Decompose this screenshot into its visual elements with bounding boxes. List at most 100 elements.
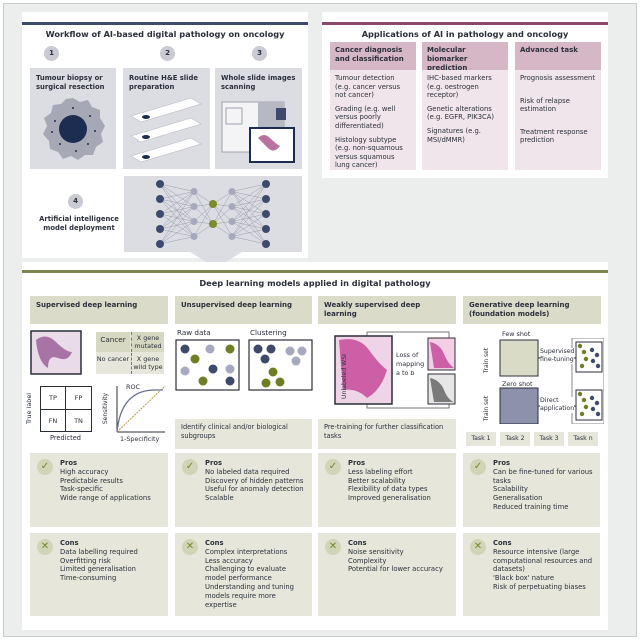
direct-application-label: Direct application bbox=[540, 397, 575, 413]
pros-item: Discovery of hidden patterns bbox=[205, 476, 304, 485]
data-point bbox=[579, 363, 585, 369]
unsupervised-caption: Identify clinical and/or biological subg… bbox=[175, 419, 312, 449]
pros-item: Useful for anomaly detection bbox=[205, 485, 304, 494]
task-label: Task 3 bbox=[534, 432, 564, 446]
pros-item: Generalisation bbox=[493, 494, 543, 503]
cons-item: Understanding and tuning models require … bbox=[205, 582, 294, 609]
app-column-header: Advanced task bbox=[515, 42, 601, 70]
network-node bbox=[262, 180, 270, 188]
network-node bbox=[262, 225, 270, 233]
data-point bbox=[583, 356, 589, 362]
network-edge bbox=[231, 236, 267, 245]
step-label: Routine H&E slide preparation bbox=[129, 74, 198, 91]
pros-item: Predictable results bbox=[60, 476, 123, 485]
predicted-axis: Predicted bbox=[50, 434, 81, 442]
data-point bbox=[589, 347, 595, 353]
network-edge bbox=[159, 183, 195, 192]
network-edge bbox=[212, 203, 233, 222]
app-item: Tumour detection (e.g. cancer versus not… bbox=[335, 74, 401, 100]
data-point bbox=[261, 378, 271, 388]
network-edge bbox=[159, 191, 195, 215]
cons-item: Data labelling required bbox=[60, 547, 138, 556]
data-point bbox=[590, 406, 596, 412]
network-node bbox=[156, 225, 164, 233]
wsi-mapping bbox=[334, 331, 456, 409]
pros-item: Scalable bbox=[205, 494, 234, 503]
network-edge bbox=[231, 213, 267, 237]
clustering-plot bbox=[248, 339, 313, 391]
roc-label: ROC bbox=[126, 383, 140, 391]
data-point bbox=[190, 354, 200, 364]
scanner-icon bbox=[221, 101, 295, 163]
network-edge bbox=[159, 191, 195, 200]
network-edge bbox=[212, 203, 233, 237]
cross-icon: ✕ bbox=[470, 539, 486, 555]
data-point bbox=[577, 391, 583, 397]
app-column-body: IHC-based markers (e.g. oestrogen recept… bbox=[422, 70, 508, 170]
network-edge bbox=[193, 203, 214, 222]
app-item: IHC-based markers (e.g. oestrogen recept… bbox=[427, 74, 492, 100]
no-cancer-label: No cancer bbox=[96, 355, 130, 363]
cons-item: Time-consuming bbox=[60, 574, 117, 583]
step-label: Tumour biopsy or surgical resection bbox=[36, 74, 105, 91]
data-point bbox=[225, 364, 235, 374]
pros-item: Better scalability bbox=[348, 476, 406, 485]
unsupervised-header: Unsupervised deep learning bbox=[175, 296, 312, 324]
step-scanning: Whole slide images scanning bbox=[215, 68, 302, 169]
network-node bbox=[228, 218, 236, 225]
network-edge bbox=[159, 191, 195, 230]
fp-cell: FP bbox=[66, 387, 91, 410]
cons-label: Cons bbox=[493, 539, 512, 547]
supervised-header: Supervised deep learning bbox=[30, 296, 168, 324]
raw-data-plot bbox=[175, 339, 240, 391]
cons-label: Cons bbox=[205, 539, 224, 547]
app-column-body: Tumour detection (e.g. cancer versus not… bbox=[330, 70, 416, 170]
step-number: 3 bbox=[252, 46, 267, 61]
data-point bbox=[590, 358, 596, 364]
data-point bbox=[583, 404, 589, 410]
neural-network bbox=[124, 176, 302, 252]
check-icon: ✓ bbox=[182, 459, 198, 475]
network-edge bbox=[231, 198, 267, 237]
pros-item: Reduced training time bbox=[493, 502, 569, 511]
network-node bbox=[209, 200, 217, 208]
network-edge bbox=[212, 191, 233, 225]
data-point bbox=[594, 352, 600, 358]
pros-item: High accuracy bbox=[60, 467, 109, 476]
step-number: 4 bbox=[68, 194, 83, 209]
data-point bbox=[225, 376, 235, 386]
network-node bbox=[262, 240, 270, 248]
step-label: Whole slide images scanning bbox=[221, 74, 296, 91]
check-icon: ✓ bbox=[470, 459, 486, 475]
network-edge bbox=[193, 206, 214, 225]
check-icon: ✓ bbox=[37, 459, 53, 475]
zero-shot-label: Zero shot bbox=[502, 380, 533, 388]
applications-panel: Applications of AI in pathology and onco… bbox=[322, 12, 608, 178]
data-point bbox=[260, 354, 270, 364]
data-point bbox=[275, 377, 285, 387]
network-node bbox=[190, 218, 198, 225]
tn-cell: TN bbox=[74, 417, 83, 425]
pros-label: Pros bbox=[205, 459, 223, 467]
cross-icon: ✕ bbox=[182, 539, 198, 555]
wild-type-label: X gene wild type bbox=[131, 353, 164, 374]
data-point bbox=[225, 344, 235, 354]
workflow-title: Workflow of AI-based digital pathology o… bbox=[45, 29, 285, 39]
pros-item: Task-specific bbox=[60, 485, 103, 494]
network-edge bbox=[193, 191, 214, 225]
app-item: Risk of relapse estimation bbox=[520, 96, 570, 114]
cons-item: Complexity bbox=[348, 556, 387, 565]
network-node bbox=[190, 233, 198, 240]
data-point bbox=[268, 367, 278, 377]
app-column-header: Molecular biomarker prediction bbox=[422, 42, 508, 72]
loss-label: Loss of mapping a to b bbox=[396, 351, 425, 377]
cons-item: Resource intensive (large computational … bbox=[493, 547, 593, 574]
network-node bbox=[190, 203, 198, 210]
applications-title: Applications of AI in pathology and onco… bbox=[361, 29, 569, 39]
app-item: Histology subtype (e.g. non-squamous ver… bbox=[335, 135, 403, 170]
